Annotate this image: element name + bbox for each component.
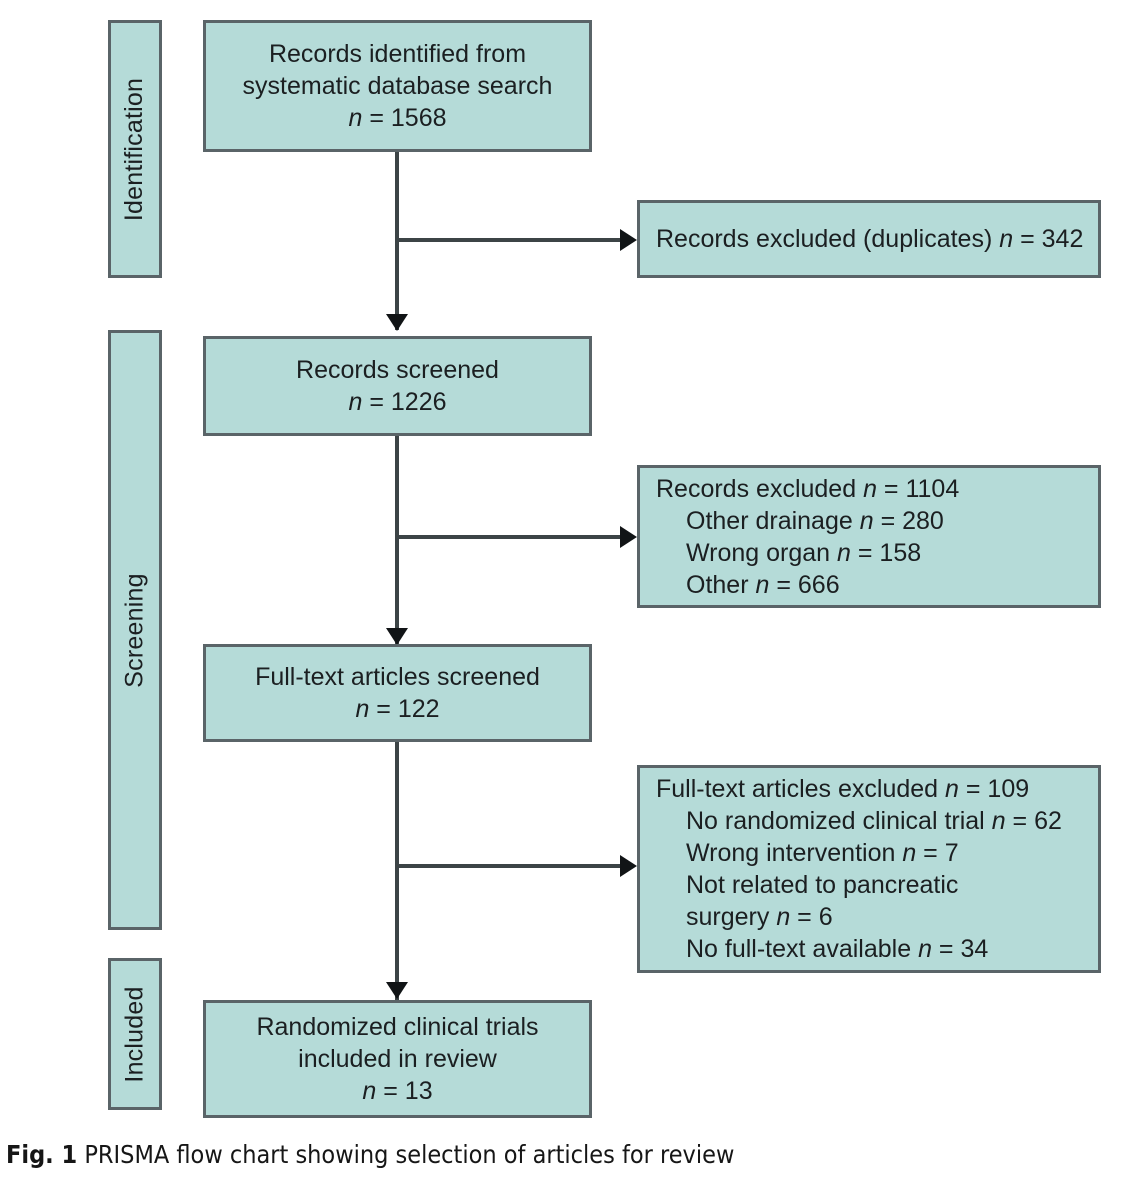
node-included-trials-line2: included in review	[298, 1045, 497, 1073]
node-excluded-fulltext-reason-2: Wrong intervention n = 7	[686, 839, 959, 867]
node-records-identified-count: n = 1568	[348, 104, 447, 132]
node-records-screened-line1: Records screened	[296, 356, 499, 384]
arrowhead-screened-to-fulltext	[386, 628, 408, 645]
node-excluded-records-reason-3: Other n = 666	[686, 570, 840, 599]
stage-band-included-label: Included	[120, 985, 149, 1083]
node-fulltext-screened-count: n = 122	[355, 695, 440, 723]
arrowhead-identified-to-screened	[386, 314, 408, 331]
stage-band-screening: Screening	[108, 330, 162, 930]
node-excluded-duplicates: Records excluded (duplicates) n = 342	[637, 200, 1101, 278]
figure-caption-text: PRISMA flow chart showing selection of a…	[84, 1140, 735, 1169]
arrowhead-fulltext-to-included	[386, 982, 408, 999]
node-excluded-fulltext: Full-text articles excluded n = 109 No r…	[637, 765, 1101, 973]
node-records-identified-line2: systematic database search	[242, 72, 553, 100]
node-records-identified-line1: Records identified from	[268, 40, 527, 68]
node-included-trials-count: n = 13	[362, 1077, 433, 1105]
stage-band-screening-label: Screening	[120, 572, 149, 688]
arrowhead-identified-to-duplicates	[620, 229, 637, 251]
stage-band-identification: Identification	[108, 20, 162, 278]
node-excluded-records-reason-2: Wrong organ n = 158	[686, 538, 922, 567]
node-records-screened: Records screened n = 1226	[203, 336, 592, 436]
node-excluded-fulltext-reason-3-line2: surgery n = 6	[686, 903, 833, 931]
node-fulltext-screened: Full-text articles screened n = 122	[203, 644, 592, 742]
node-excluded-records-reason-1: Other drainage n = 280	[686, 506, 944, 535]
connector-screened-to-excluded-records	[395, 535, 633, 539]
node-excluded-fulltext-reason-3-line1: Not related to pancreatic	[686, 871, 959, 899]
stage-band-included: Included	[108, 958, 162, 1110]
node-excluded-records: Records excluded n = 1104 Other drainage…	[637, 465, 1101, 608]
node-included-trials-line1: Randomized clinical trials	[256, 1013, 539, 1041]
node-excluded-duplicates-text: Records excluded (duplicates) n = 342	[656, 225, 1084, 253]
connector-fulltext-to-excluded-fulltext	[395, 864, 633, 868]
stage-band-identification-label: Identification	[120, 77, 149, 221]
node-records-identified: Records identified from systematic datab…	[203, 20, 592, 152]
figure-caption-number: Fig. 1	[6, 1140, 78, 1169]
node-included-trials: Randomized clinical trials included in r…	[203, 1000, 592, 1118]
node-excluded-records-header: Records excluded n = 1104	[656, 474, 960, 503]
figure-caption: Fig. 1 PRISMA flow chart showing selecti…	[6, 1140, 1116, 1169]
node-records-screened-count: n = 1226	[348, 388, 447, 416]
connector-fulltext-to-included	[395, 742, 399, 1000]
connector-identified-to-duplicates	[395, 238, 633, 242]
connector-screened-to-fulltext	[395, 436, 399, 644]
arrowhead-screened-to-excluded-records	[620, 526, 637, 548]
node-excluded-fulltext-reason-1: No randomized clinical trial n = 62	[686, 807, 1062, 835]
node-fulltext-screened-line1: Full-text articles screened	[255, 663, 540, 691]
arrowhead-fulltext-to-excluded-fulltext	[620, 855, 637, 877]
node-excluded-fulltext-header: Full-text articles excluded n = 109	[656, 775, 1030, 803]
node-excluded-fulltext-reason-4: No full-text available n = 34	[686, 935, 989, 963]
